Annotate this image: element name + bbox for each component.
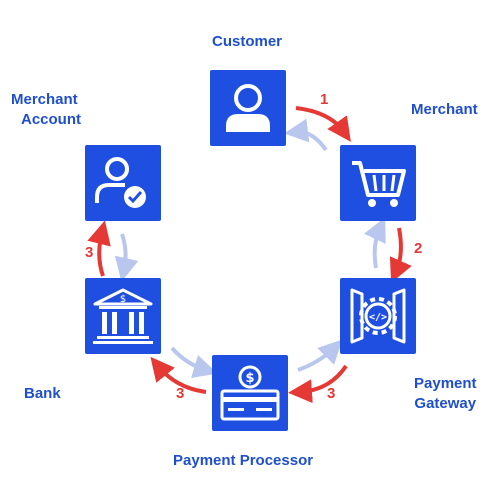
payment-gateway-node: </> [340, 278, 416, 354]
payment-gateway-label-line1: Payment [414, 375, 477, 392]
payment-gateway-label: Payment Gateway [414, 374, 477, 414]
step-number-gateway-processor: 3 [327, 385, 336, 402]
bank-node: $ [85, 278, 161, 354]
step-number-merchant-gateway: 2 [414, 240, 423, 257]
shopping-cart-icon [352, 161, 406, 207]
step-number-bank-merchant-account: 3 [85, 244, 94, 261]
arrow-bank-to-merchant-account [87, 220, 111, 277]
payment-processor-node: $ [212, 355, 288, 431]
payment-gateway-label-line2: Gateway [414, 395, 477, 412]
merchant-account-label: Merchant Account [11, 90, 81, 130]
arrow-bank-to-processor [170, 346, 218, 379]
bank-label: Bank [24, 385, 61, 402]
gear-code-icon: </> [350, 288, 406, 344]
arrow-gateway-to-merchant [364, 217, 386, 269]
merchant-node [340, 145, 416, 221]
user-check-icon [95, 157, 146, 208]
arrow-processor-to-bank [150, 356, 207, 394]
svg-text:</>: </> [369, 312, 387, 323]
merchant-account-label-line2: Account [21, 111, 81, 128]
merchant-account-label-line1: Merchant [11, 91, 78, 108]
arrow-merchant-to-customer [284, 118, 328, 152]
step-number-processor-bank: 3 [176, 385, 185, 402]
customer-label: Customer [212, 33, 283, 50]
user-icon [226, 84, 270, 132]
svg-text:$: $ [120, 294, 126, 305]
arrow-processor-to-gateway [297, 339, 343, 372]
arrow-merchant-account-to-bank [114, 233, 139, 282]
payment-card-icon: $ [220, 365, 280, 421]
arrow-customer-to-merchant [295, 106, 351, 142]
arrow-gateway-to-processor [288, 364, 348, 404]
customer-node [210, 70, 286, 146]
merchant-account-node [85, 145, 161, 221]
merchant-label: Merchant [411, 101, 478, 118]
arrow-merchant-to-gateway [389, 227, 412, 283]
svg-text:$: $ [245, 371, 254, 386]
step-number-customer-merchant: 1 [320, 91, 329, 108]
payment-processor-label: Payment Processor [173, 452, 314, 469]
bank-icon: $ [93, 288, 153, 344]
